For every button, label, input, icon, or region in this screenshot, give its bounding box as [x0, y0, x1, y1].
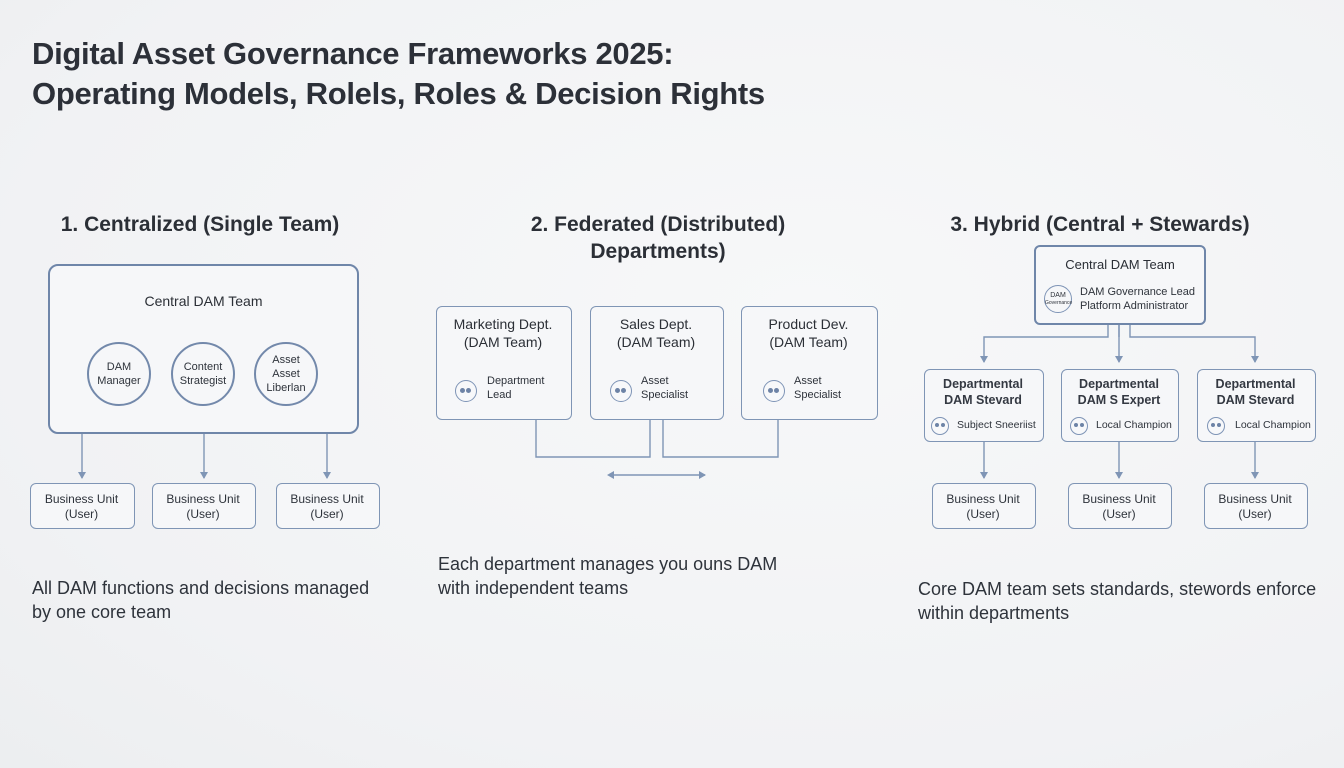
business-unit-box: Business Unit(User)	[1068, 483, 1172, 529]
centralized-heading: 1. Centralized (Single Team)	[60, 213, 340, 236]
business-unit-box: Business Unit(User)	[276, 483, 380, 529]
centralized-description: All DAM functions and decisions managed …	[32, 578, 370, 622]
federated-heading: 2. Federated (Distributed) Departments)	[530, 213, 786, 263]
federated-description: Each department manages you ouns DAM wit…	[438, 554, 778, 598]
hybrid-central-team-title: Central DAM Team	[1065, 257, 1175, 272]
business-unit-box: Business Unit(User)	[1204, 483, 1308, 529]
fed-connector-right	[662, 419, 779, 458]
business-unit-box: Business Unit(User)	[30, 483, 135, 529]
people-icon	[455, 380, 477, 402]
central-dam-team-label: Central DAM Team	[144, 293, 263, 309]
people-icon	[763, 380, 785, 402]
page-title-line-2: Operating Models, Rolels, Roles & Decisi…	[32, 76, 765, 111]
people-icon	[610, 380, 632, 402]
hybrid-branch-left	[980, 325, 1109, 363]
hybrid-description: Core DAM team sets standards, stewords e…	[918, 579, 1317, 623]
fed-connector-left	[535, 419, 651, 458]
people-icon	[1070, 417, 1088, 435]
business-unit-box: Business Unit(User)	[152, 483, 256, 529]
page-title: Digital Asset Governance Frameworks 2025…	[32, 34, 765, 114]
hybrid-branch-right	[1129, 325, 1259, 363]
page-title-line-1: Digital Asset Governance Frameworks 2025…	[32, 36, 674, 71]
business-unit-box: Business Unit(User)	[932, 483, 1036, 529]
people-icon	[931, 417, 949, 435]
people-icon	[1207, 417, 1225, 435]
hybrid-central-team-box: Central DAM Team DAM Governance DAM Gove…	[1034, 245, 1206, 325]
governance-badge-icon: DAM Governance	[1044, 285, 1072, 313]
hybrid-heading: 3. Hybrid (Central + Stewards)	[950, 213, 1250, 236]
